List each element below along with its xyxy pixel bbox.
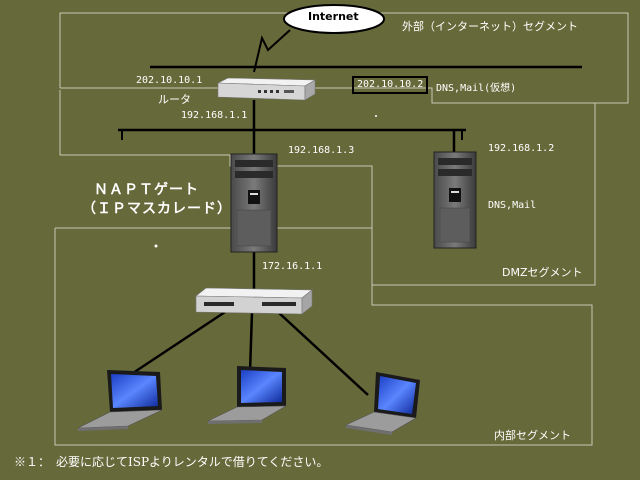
- dmz-server-ip: 192.168.1.2: [488, 143, 555, 154]
- dmz-server-tower: [433, 151, 477, 249]
- hub-to-laptop-left-link: [129, 310, 226, 377]
- dmz-server-label: DNS,Mail: [488, 200, 537, 211]
- hub-to-laptop-center-link: [248, 311, 254, 373]
- internet-cloud: [283, 4, 385, 34]
- external-segment-label: 外部（インターネット）セグメント: [402, 20, 578, 33]
- internet-label: Internet: [308, 10, 359, 23]
- napt-gateway-tower: [230, 153, 278, 253]
- footnote: ※１： 必要に応じてISPよりレンタルで借りてください。: [14, 455, 329, 469]
- speck-mark: [375, 115, 377, 117]
- internal-segment-outline: [54, 227, 593, 446]
- virtual-server-label: DNS,Mail(仮想): [436, 83, 517, 94]
- hub-to-laptop-right-link: [277, 311, 369, 396]
- dmz-segment-label: DMZセグメント: [502, 266, 583, 279]
- laptop-center: [207, 366, 288, 424]
- virtual-server-ip: 202.10.10.2: [352, 76, 429, 94]
- internet-link-zigzag: [253, 29, 291, 73]
- router-name: ルータ: [158, 93, 191, 106]
- internal-segment-label: 内部セグメント: [494, 429, 571, 442]
- gateway-dmz-ip: 192.168.1.3: [288, 145, 355, 156]
- gateway-internal-ip: 172.16.1.1: [262, 261, 323, 272]
- napt-gateway-title-line1: ＮＡＰＴゲート: [94, 182, 199, 198]
- laptop-left: [77, 370, 163, 431]
- external-segment-outline: [59, 12, 629, 104]
- dmz-segment-outline: [59, 90, 596, 286]
- switching-hub: [195, 287, 313, 315]
- napt-gateway-title-line2: （ＩＰマスカレード）: [82, 201, 232, 217]
- router-wan-ip: 202.10.10.1: [136, 75, 203, 86]
- router-device: [217, 77, 317, 101]
- speck-mark: [154, 244, 158, 248]
- router-lan-ip: 192.168.1.1: [181, 110, 248, 121]
- laptop-right: [344, 372, 420, 435]
